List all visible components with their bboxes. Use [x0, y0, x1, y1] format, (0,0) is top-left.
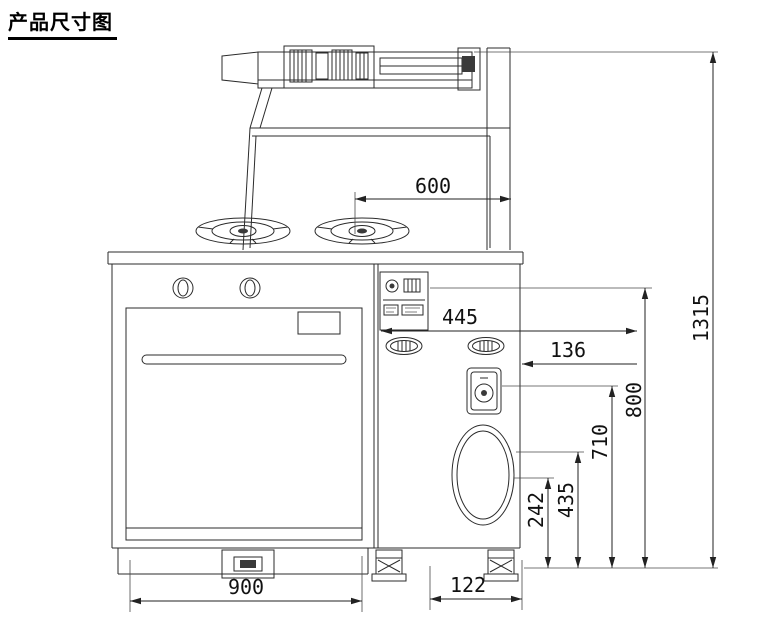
oven	[125, 277, 363, 541]
hood-side-display	[462, 56, 475, 72]
dim-label-435: 435	[554, 482, 578, 518]
arrow-left-icon	[130, 597, 141, 605]
cooktop	[107, 217, 524, 265]
dim-136: 136	[522, 338, 637, 368]
foot-left	[371, 549, 407, 582]
oven-knob-left	[172, 277, 194, 299]
arrow-right-icon	[626, 327, 637, 335]
dim-800: 800	[430, 287, 652, 568]
arrow-up-icon	[574, 452, 582, 463]
arrow-down-icon	[544, 557, 552, 568]
oven-display	[297, 311, 341, 335]
cabinet	[111, 264, 521, 549]
dim-label-122: 122	[450, 573, 486, 597]
backsplash	[242, 127, 510, 251]
dim-label-900: 900	[228, 575, 264, 599]
dim-445: 445	[381, 305, 637, 335]
dim-label-600: 600	[415, 174, 451, 198]
arrow-right-icon	[500, 195, 511, 203]
arrow-up-icon	[608, 386, 616, 397]
dim-435: 435	[516, 451, 584, 568]
arrow-down-icon	[574, 557, 582, 568]
page-title: 产品尺寸图	[8, 6, 117, 40]
ignition-switch	[466, 367, 502, 415]
arrow-right-icon	[511, 595, 522, 603]
dim-600: 600	[354, 174, 511, 234]
dim-label-1315: 1315	[689, 294, 713, 342]
hood-button	[315, 52, 329, 80]
bottom-drawer	[221, 549, 275, 579]
left-burner	[195, 217, 291, 245]
dim-label-242: 242	[524, 492, 548, 528]
dim-1315: 1315	[474, 51, 718, 569]
foot-right	[483, 549, 519, 582]
right-burner	[314, 217, 410, 245]
countertop	[107, 251, 524, 265]
arrow-down-icon	[608, 557, 616, 568]
vent-badge-right	[467, 337, 505, 355]
hood-control-cluster	[283, 45, 375, 89]
oven-door	[125, 307, 363, 541]
dim-label-445: 445	[442, 305, 478, 329]
dim-label-710: 710	[588, 424, 612, 460]
dim-label-136: 136	[550, 338, 586, 362]
dim-122: 122	[429, 560, 523, 610]
base	[117, 548, 519, 582]
arrow-left-icon	[522, 360, 533, 368]
oven-knob-right	[239, 277, 261, 299]
dim-710: 710	[502, 385, 618, 568]
arrow-left-icon	[430, 595, 441, 603]
arrow-right-icon	[351, 597, 362, 605]
arrow-down-icon	[641, 557, 649, 568]
oven-handle	[141, 354, 347, 365]
range-hood	[221, 45, 511, 250]
vent-badge-left	[385, 337, 423, 355]
dim-242: 242	[514, 477, 554, 568]
hood-button	[331, 49, 353, 81]
arrow-left-icon	[355, 195, 366, 203]
tank-oval	[451, 424, 515, 526]
hood-button	[289, 49, 313, 83]
arrow-up-icon	[544, 478, 552, 489]
hood-support-left	[249, 87, 263, 129]
arrow-down-icon	[709, 557, 717, 568]
gas-control-box	[379, 271, 429, 331]
hood-button	[355, 52, 369, 80]
arrow-up-icon	[641, 288, 649, 299]
hood-side-box	[457, 47, 481, 91]
hood-duct	[221, 51, 259, 85]
arrow-left-icon	[381, 327, 392, 335]
right-column	[379, 271, 515, 526]
dim-label-800: 800	[622, 382, 646, 418]
dim-900: 900	[129, 556, 363, 612]
arrow-up-icon	[709, 52, 717, 63]
